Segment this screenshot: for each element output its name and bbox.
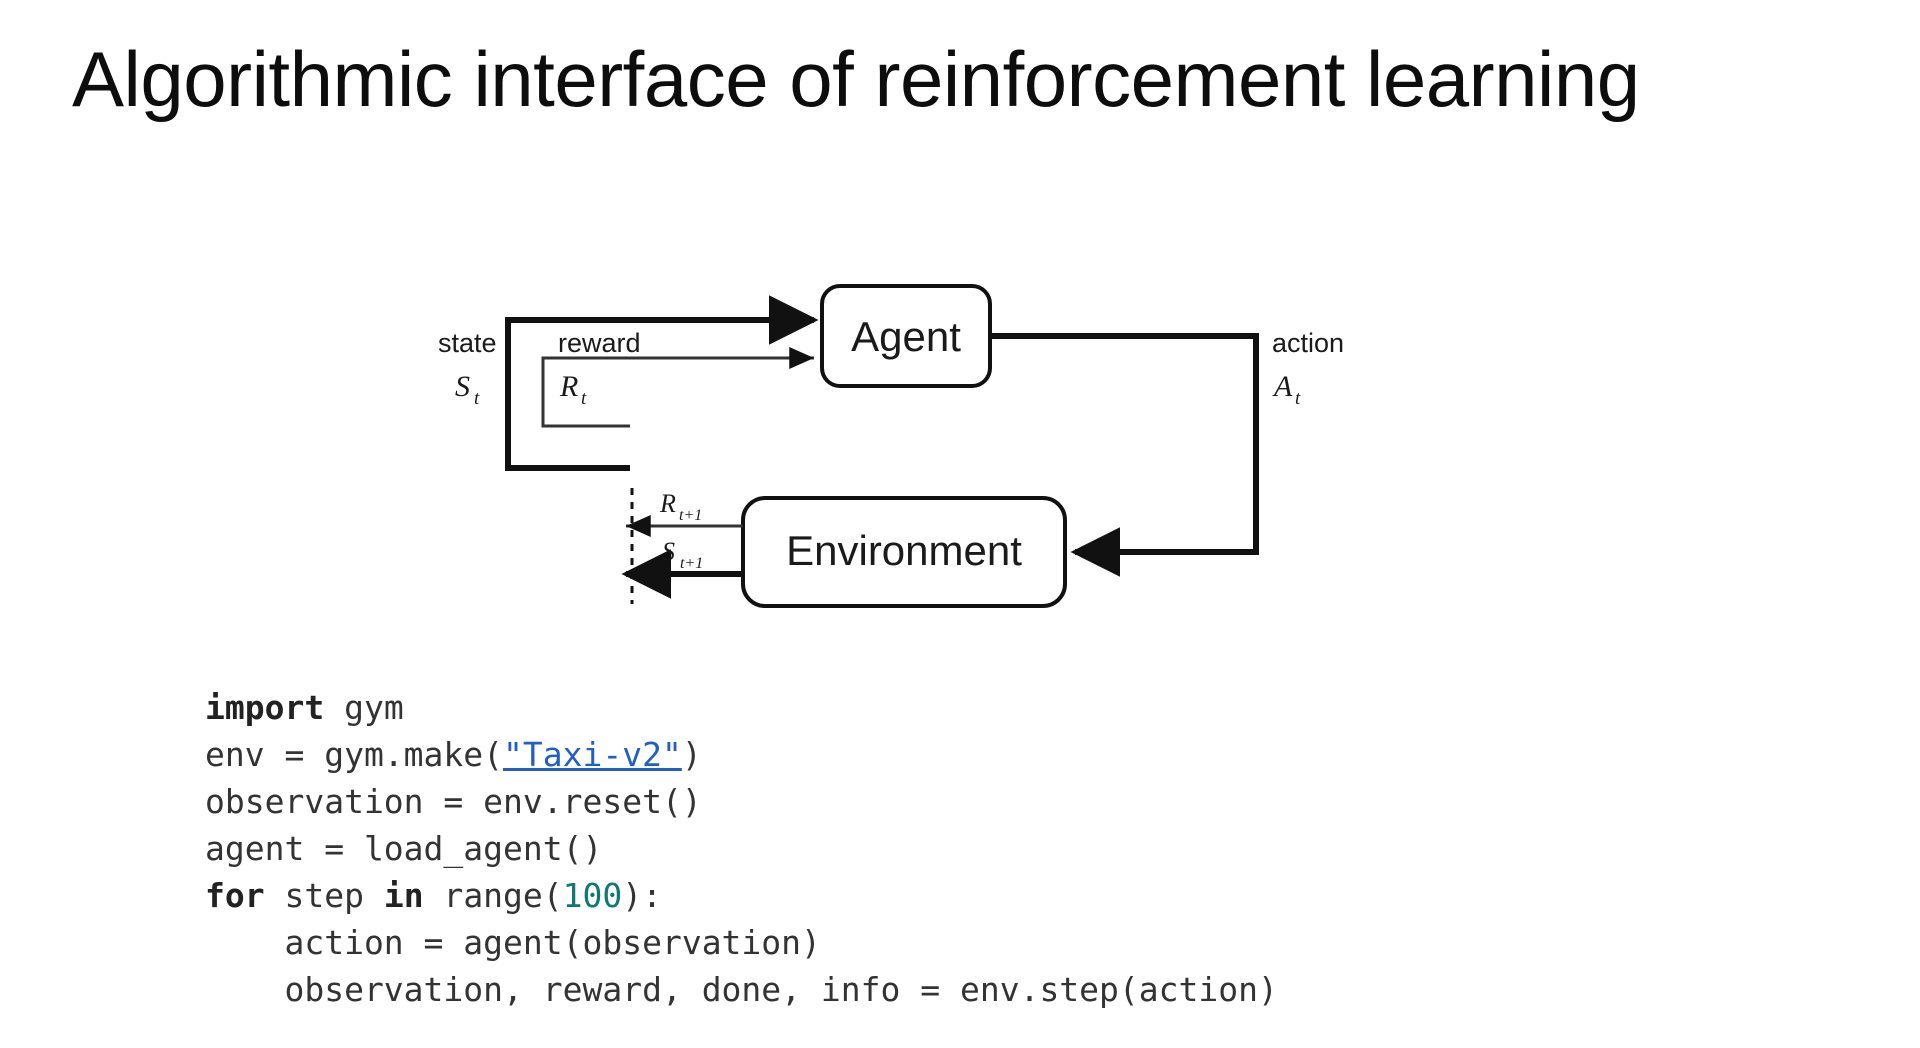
state-symbol-subscript: t bbox=[474, 388, 480, 409]
code-token: action = agent(observation) bbox=[205, 923, 821, 962]
rl-loop-diagram: Agent Environment state S bbox=[330, 200, 1470, 608]
state-next-symbol-label: S bbox=[662, 537, 675, 566]
code-token: gym bbox=[324, 688, 404, 727]
action-symbol-subscript: t bbox=[1295, 388, 1301, 409]
action-word-label: action bbox=[1272, 328, 1344, 358]
code-token: agent = load_agent() bbox=[205, 829, 603, 868]
state-symbol-label: S bbox=[455, 370, 470, 403]
reward-next-symbol-label: R bbox=[659, 489, 676, 518]
action-path bbox=[990, 333, 1259, 577]
code-token: observation, reward, done, info = env.st… bbox=[205, 970, 1278, 1009]
code-line: for step in range(100): bbox=[205, 872, 1278, 919]
page-title: Algorithmic interface of reinforcement l… bbox=[72, 35, 1640, 123]
code-line: import gym bbox=[205, 684, 1278, 731]
environment-box bbox=[741, 496, 1067, 608]
code-token: env = gym.make( bbox=[205, 735, 504, 774]
reward-feedback-path bbox=[541, 347, 814, 428]
agent-label: Agent bbox=[851, 313, 961, 360]
code-token: ): bbox=[622, 876, 663, 915]
action-symbol-label: A bbox=[1272, 370, 1293, 403]
code-token: import bbox=[205, 688, 325, 727]
code-line: agent = load_agent() bbox=[205, 825, 1278, 872]
reward-word-label: reward bbox=[558, 328, 641, 358]
state-next-subscript: t+1 bbox=[680, 555, 703, 572]
agent-node: Agent bbox=[820, 284, 992, 388]
state-word-label: state bbox=[438, 328, 497, 358]
environment-node: Environment bbox=[741, 496, 1067, 608]
code-token: 100 bbox=[562, 876, 623, 915]
reward-next-subscript: t+1 bbox=[679, 507, 702, 524]
code-token: for bbox=[205, 876, 265, 915]
state-feedback-path bbox=[505, 295, 819, 471]
code-token: in bbox=[383, 876, 424, 915]
env-id-link[interactable]: "Taxi-v2" bbox=[503, 735, 682, 774]
reward-symbol-label: R bbox=[559, 370, 578, 403]
code-token: range( bbox=[423, 876, 563, 915]
reward-symbol-subscript: t bbox=[581, 388, 587, 409]
code-token: ) bbox=[681, 735, 702, 774]
code-token: step bbox=[264, 876, 384, 915]
code-line: observation = env.reset() bbox=[205, 778, 1278, 825]
code-line: action = agent(observation) bbox=[205, 919, 1278, 966]
action-label-group: action A t bbox=[1272, 328, 1344, 409]
environment-label: Environment bbox=[786, 527, 1022, 574]
state-next-label-group: S t+1 bbox=[662, 537, 703, 572]
state-label-group: state S t bbox=[438, 328, 497, 409]
code-token: observation = env.reset() bbox=[205, 782, 702, 821]
code-line: observation, reward, done, info = env.st… bbox=[205, 966, 1278, 1013]
reward-next-label-group: R t+1 bbox=[659, 489, 702, 524]
code-line: env = gym.make("Taxi-v2") bbox=[205, 731, 1278, 778]
reward-label-group: reward R t bbox=[558, 328, 641, 409]
